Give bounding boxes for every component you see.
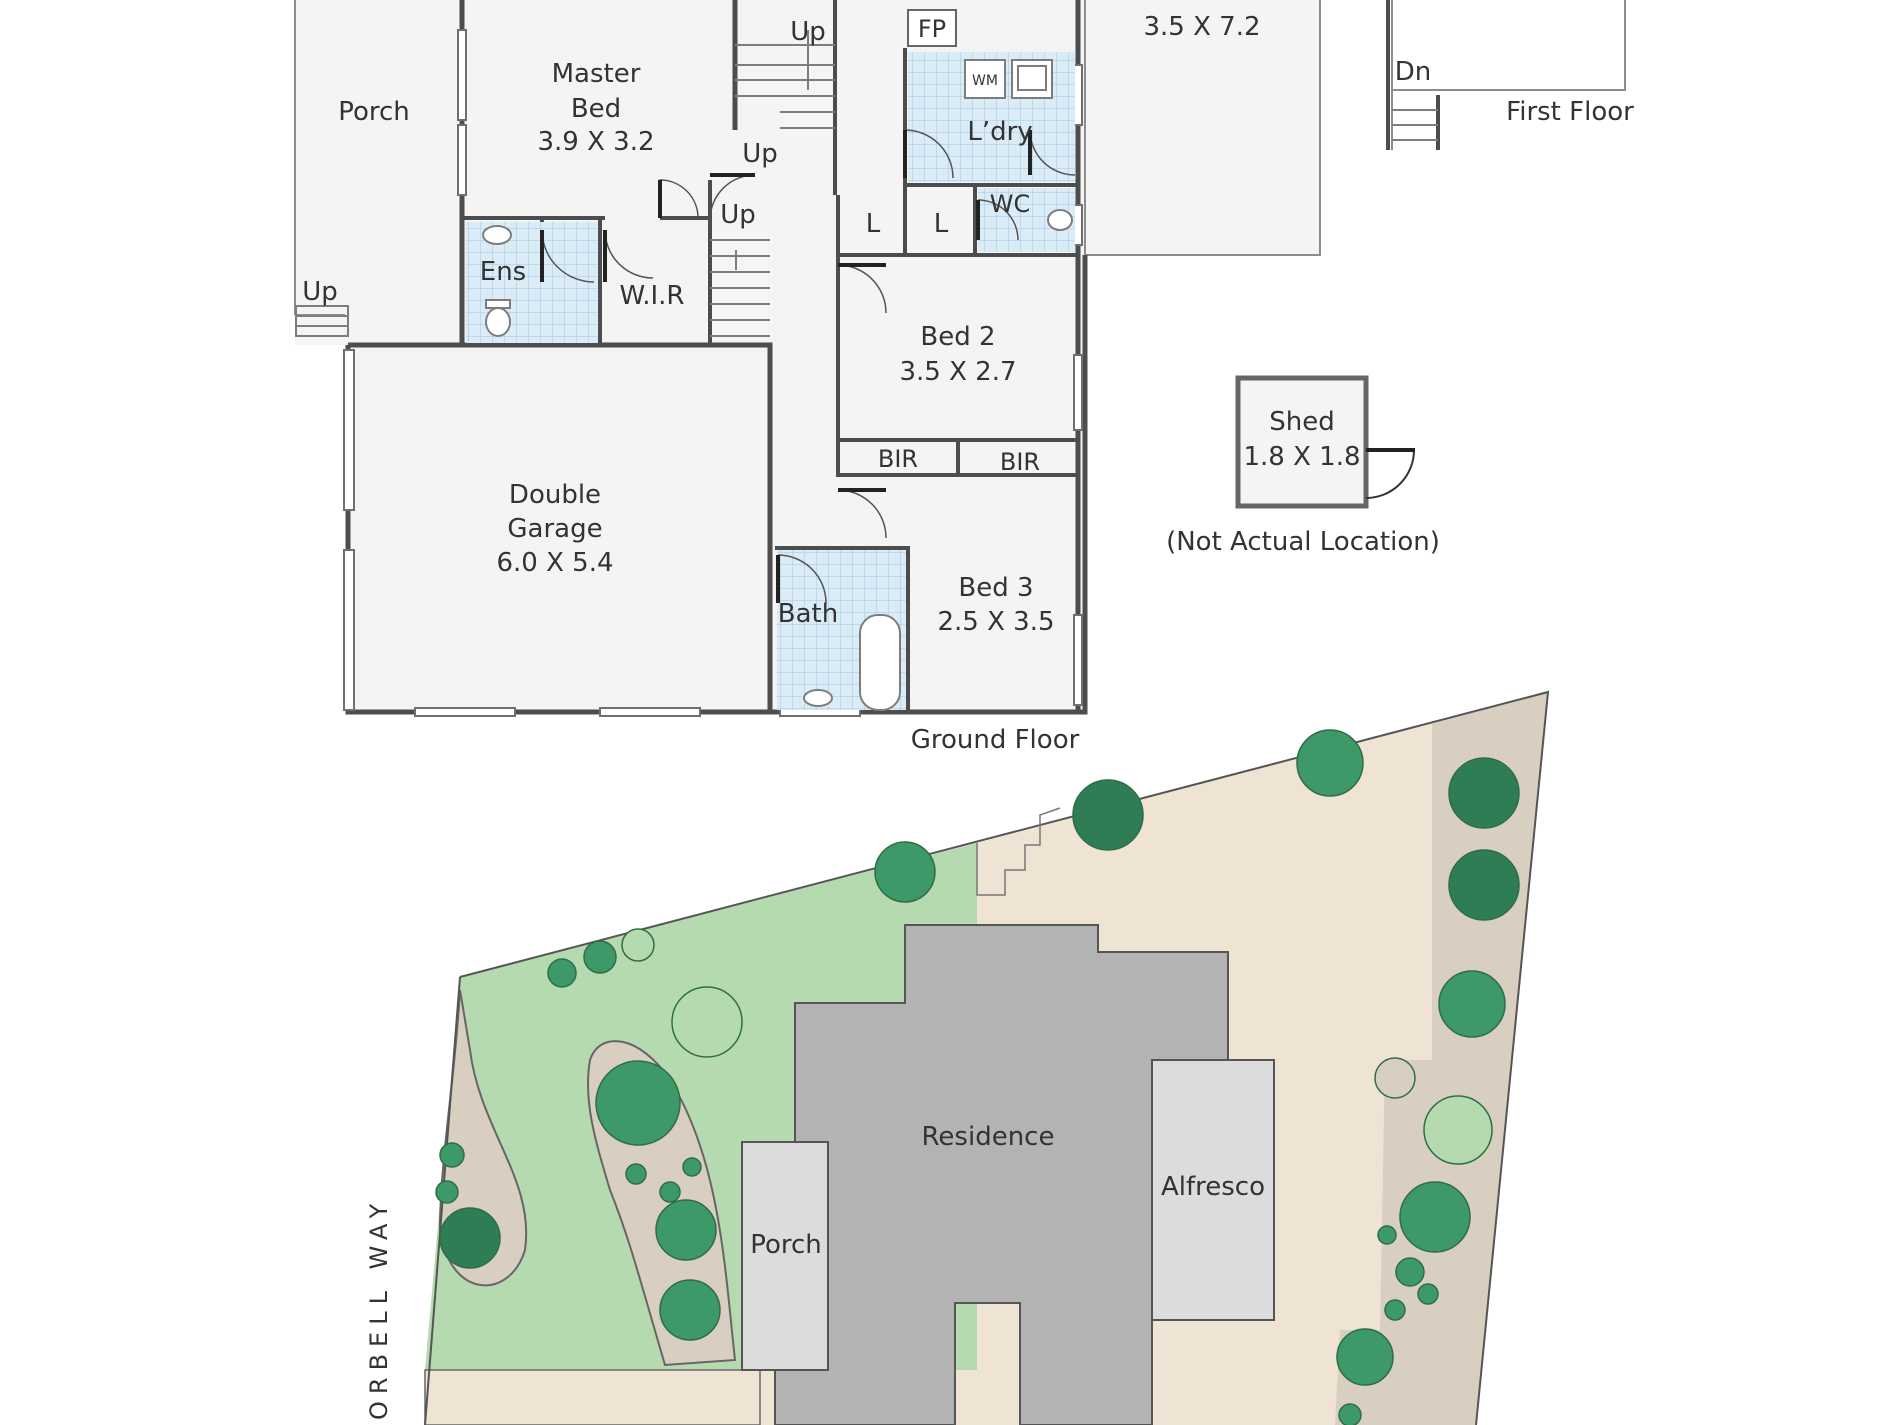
tree [1423, 1095, 1493, 1165]
residence-label: Residence [922, 1122, 1055, 1152]
shed-label: Shed [1269, 407, 1334, 437]
bir-label-1: BIR [878, 445, 918, 473]
tree [655, 1199, 717, 1261]
tree [682, 1157, 702, 1177]
porch-label: Porch [338, 97, 410, 127]
driveway-edge [424, 1369, 761, 1425]
tree [659, 1181, 681, 1203]
ensuite-label: Ens [480, 257, 526, 287]
site-plan: Residence Alfresco Porch ORBELL WAY [365, 690, 1550, 1425]
bath-label: Bath [778, 599, 838, 629]
stairs-up-label-1: Up [790, 17, 826, 47]
linen-label-2: L [934, 209, 949, 239]
tree [1448, 757, 1520, 829]
tree [1438, 970, 1506, 1038]
tree [1395, 1257, 1425, 1287]
tree [595, 1060, 681, 1146]
tree [1072, 779, 1144, 851]
family-room-size: 3.5 X 7.2 [1143, 12, 1260, 42]
ground-floor-plan: Porch Master Bed 3.9 X 3.2 Ens W.I.R Up … [294, 0, 1634, 755]
family-room-outline [1084, 0, 1321, 256]
washing-machine-label: WM [972, 73, 998, 89]
tree [439, 1207, 501, 1269]
tree [625, 1163, 647, 1185]
garage-size: 6.0 X 5.4 [496, 548, 613, 578]
tree [621, 928, 655, 962]
street-name-label: ORBELL WAY [365, 1197, 393, 1420]
door-leaves [540, 130, 1032, 603]
wc-label: WC [990, 190, 1031, 218]
trees [435, 729, 1520, 1425]
laundry-label: L’dry [967, 117, 1032, 147]
master-bed-label-line2: Bed [571, 94, 621, 124]
tree [1448, 849, 1520, 921]
alfresco-footprint [1151, 1059, 1275, 1321]
fireplace-box [907, 9, 957, 47]
staircase [710, 30, 835, 337]
first-floor-label: First Floor [1506, 97, 1634, 127]
ground-floor-label: Ground Floor [911, 725, 1080, 755]
bed3-label: Bed 3 [958, 573, 1033, 603]
stairs-up-label-2: Up [742, 139, 778, 169]
master-bed-size: 3.9 X 3.2 [537, 127, 654, 157]
tree [1417, 1283, 1439, 1305]
porch-stairs-up-label: Up [302, 277, 338, 307]
tree [874, 841, 936, 903]
bed2-label: Bed 2 [920, 322, 995, 352]
stairs-up-label-3: Up [720, 200, 756, 230]
shed-location-note: (Not Actual Location) [1166, 527, 1440, 557]
linen-label-1: L [866, 209, 881, 239]
tree [439, 1142, 465, 1168]
tree [583, 940, 617, 974]
tree [435, 1180, 459, 1204]
garage-label: Double [509, 480, 601, 510]
wir-label: W.I.R [620, 281, 685, 311]
site-porch-label: Porch [750, 1230, 822, 1260]
porch-footprint [741, 1141, 829, 1371]
master-bed-label: Master [552, 59, 641, 89]
tree [1384, 1299, 1406, 1321]
lot-boundary [459, 690, 1550, 1425]
tree [1336, 1328, 1394, 1386]
stepped-boundary [976, 807, 1061, 896]
bed2-size: 3.5 X 2.7 [899, 357, 1016, 387]
tree [1377, 1225, 1397, 1245]
tree [1338, 1403, 1362, 1425]
tree [1399, 1181, 1471, 1253]
shed-size: 1.8 X 1.8 [1243, 442, 1360, 472]
garage-label-line2: Garage [507, 514, 602, 544]
tree [547, 958, 577, 988]
first-floor-fragment [1386, 0, 1626, 150]
fixtures [482, 59, 1073, 711]
tree [1296, 729, 1364, 797]
bir-label-2: BIR [1000, 448, 1040, 476]
bed3-size: 2.5 X 3.5 [937, 607, 1054, 637]
interior-walls [460, 0, 1078, 712]
windows [343, 29, 1083, 717]
porch-steps [295, 305, 349, 337]
first-floor-stairs-down-label: Dn [1395, 57, 1432, 87]
alfresco-label: Alfresco [1161, 1172, 1265, 1202]
tree [659, 1279, 721, 1341]
tree [671, 986, 743, 1058]
shed-plan [1235, 375, 1415, 509]
tree [1374, 1057, 1416, 1099]
fireplace-label: FP [918, 15, 946, 43]
